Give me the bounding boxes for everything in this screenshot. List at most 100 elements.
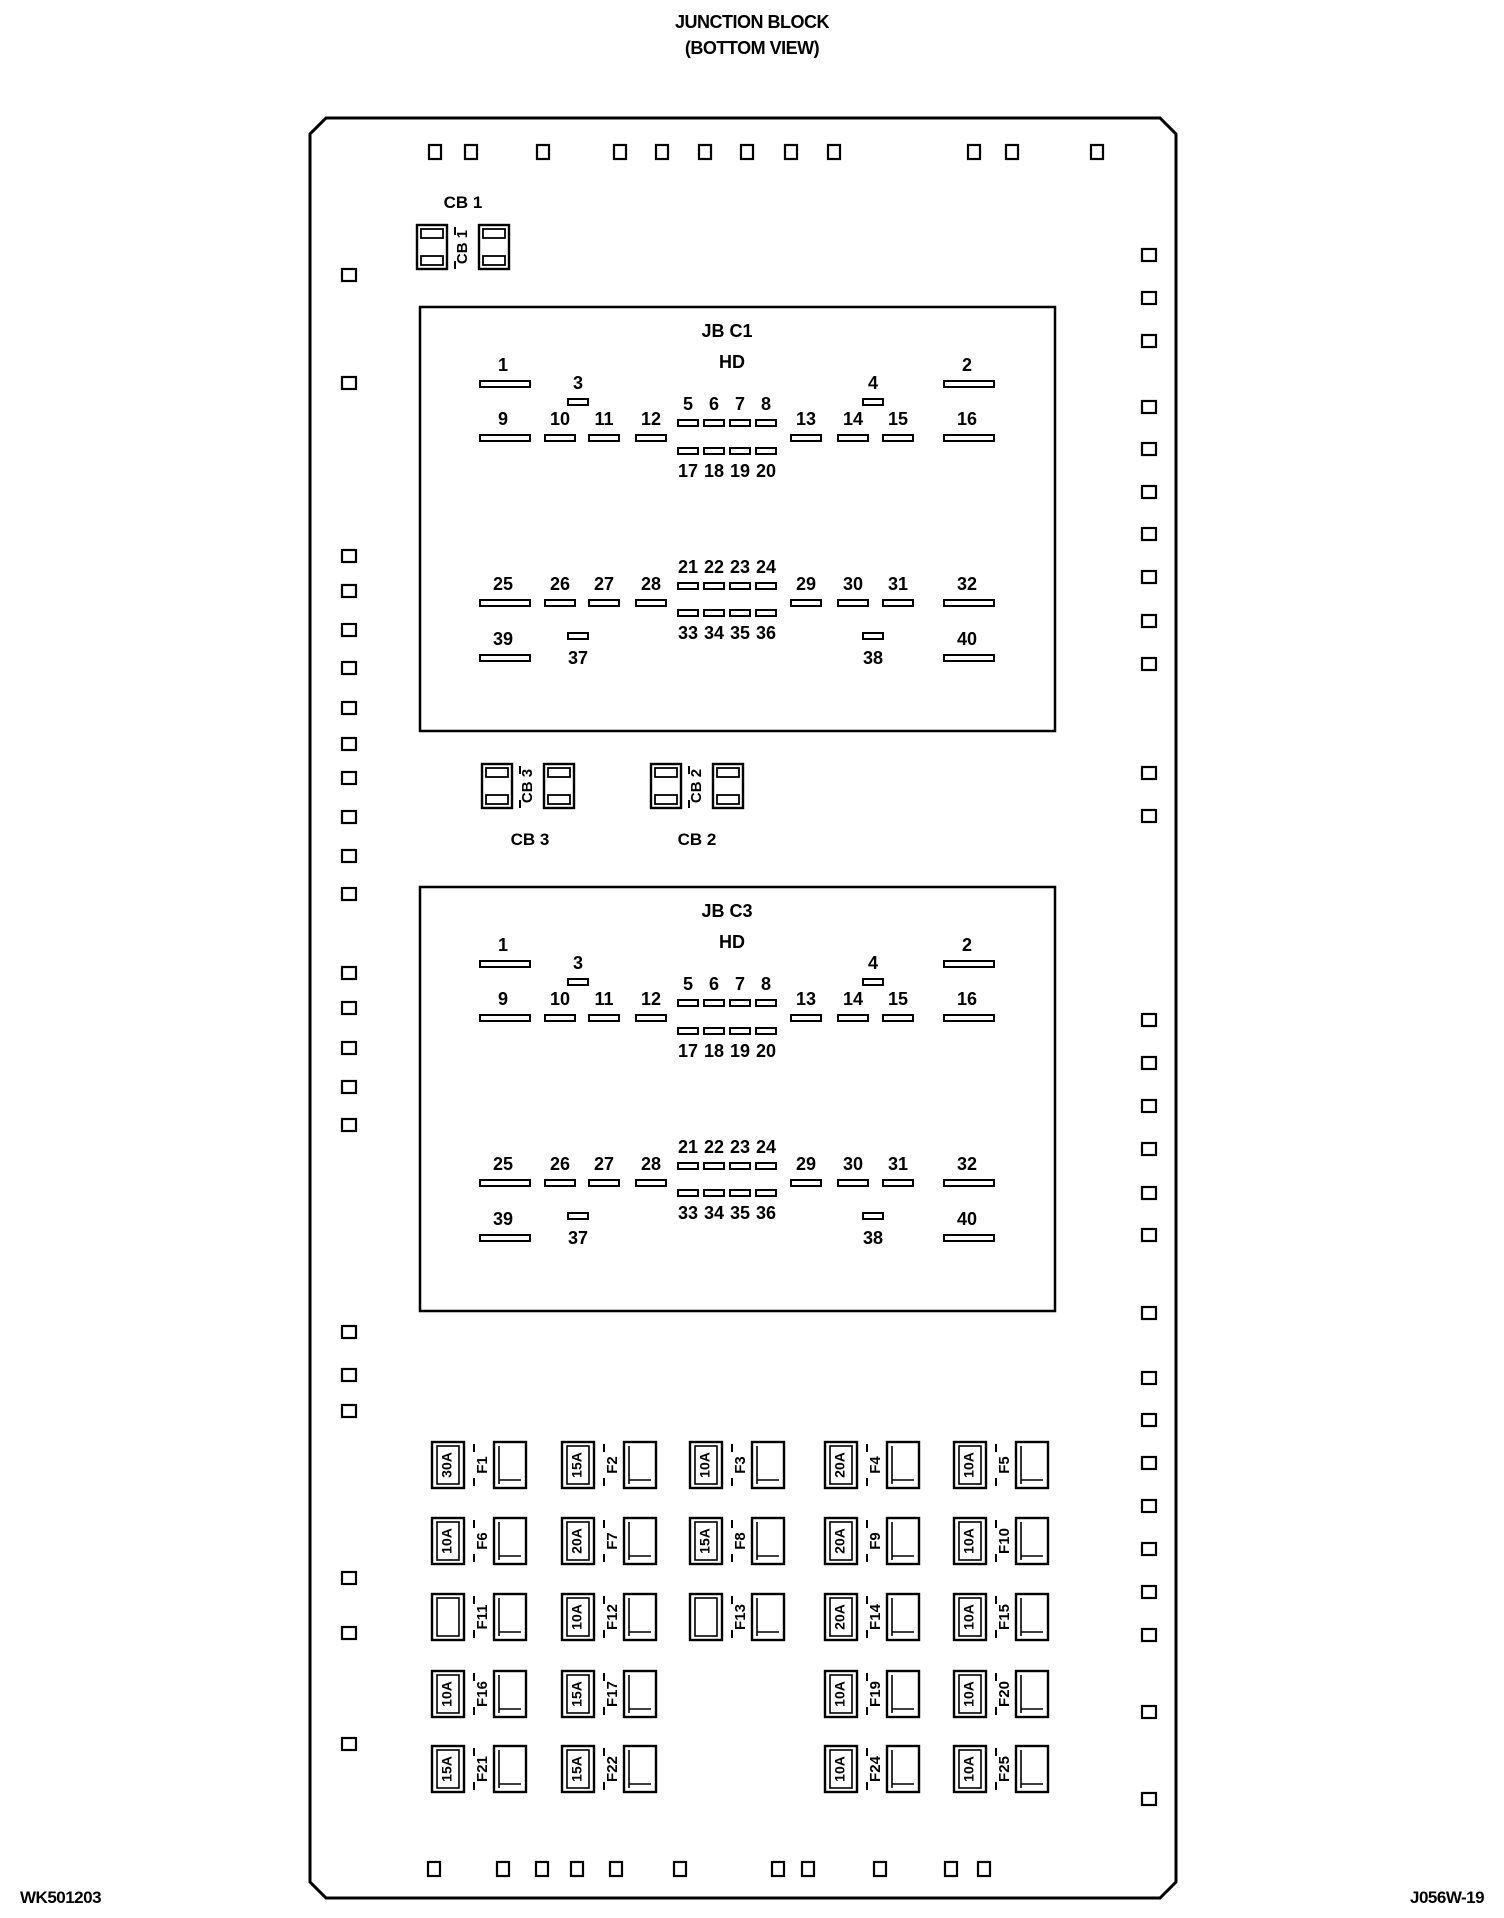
connector-pin-label: 11	[594, 989, 613, 1009]
connector-pin-label: 9	[498, 409, 508, 429]
fuse-rating-window	[958, 1597, 982, 1637]
mount-hole	[569, 1860, 585, 1878]
mount-hole	[1140, 569, 1158, 585]
fuse-rating: 20A	[832, 1452, 848, 1478]
mount-hole	[612, 143, 628, 161]
mount-hole	[1140, 290, 1158, 306]
connector-pin-14	[837, 434, 869, 442]
fuse-body-F15	[952, 1592, 988, 1642]
connector-pin-21	[677, 1162, 699, 1170]
fuse-rating-window	[566, 1445, 590, 1485]
connector-pin-label: 22	[704, 557, 724, 577]
fuse-terminal-F8	[750, 1516, 786, 1566]
connector-pin-3	[567, 978, 589, 986]
fuse-id: F6	[474, 1532, 491, 1550]
connector-pin-label: 12	[641, 989, 661, 1009]
connector-pin-label: 36	[756, 1203, 776, 1223]
connector-pin-label: 13	[796, 989, 816, 1009]
connector-pin-40	[943, 654, 995, 662]
mount-hole	[943, 1860, 959, 1878]
connector-pin-label: 38	[863, 1228, 883, 1248]
connector-pin-27	[588, 1179, 620, 1187]
cb3-label: CB 3	[511, 830, 550, 849]
mount-hole	[340, 583, 358, 599]
fuse-rating: 20A	[832, 1604, 848, 1630]
mount-hole	[340, 1000, 358, 1016]
connector-pin-5	[677, 419, 699, 427]
mount-hole	[1140, 441, 1158, 457]
mount-hole	[1140, 656, 1158, 672]
circuit-breaker-terminal	[716, 794, 740, 805]
connector-pin-label: 17	[678, 1041, 698, 1061]
connector-pin-label: 9	[498, 989, 508, 1009]
fuse-rating: 10A	[961, 1756, 977, 1782]
connector-pin-label: 34	[704, 1203, 724, 1223]
circuit-breaker-housing	[480, 762, 514, 810]
fuse-rating: 10A	[569, 1604, 585, 1630]
connector-pin-label: 28	[641, 574, 661, 594]
connector-pin-6	[703, 999, 725, 1007]
cb2-label: CB 2	[678, 830, 717, 849]
figure-id-left: WK501203	[20, 1888, 102, 1907]
connector-pin-28	[635, 1179, 667, 1187]
circuit-breaker-terminal	[654, 767, 678, 778]
connector-pin-label: 35	[730, 623, 750, 643]
connector-pin-34	[703, 1189, 725, 1197]
fuse-terminal-F22	[622, 1744, 658, 1794]
fuse-body-F9	[823, 1516, 859, 1566]
connector-pin-label: 39	[493, 1209, 513, 1229]
fuse-terminal-F5	[1014, 1440, 1050, 1490]
mount-hole	[340, 1079, 358, 1095]
fuse-body-F11	[430, 1592, 466, 1642]
cb1-label: CB 1	[444, 193, 483, 212]
connector-pin-31	[882, 599, 914, 607]
connector-pin-38	[862, 1212, 884, 1220]
fuse-id: F16	[474, 1681, 491, 1707]
connector-pin-label: 11	[594, 409, 613, 429]
fuse-terminal-F16	[492, 1669, 528, 1719]
fuse-id: F11	[474, 1604, 491, 1629]
mount-hole	[340, 965, 358, 981]
mount-hole	[672, 1860, 688, 1878]
fuse-rating-window	[829, 1597, 853, 1637]
mount-hole	[340, 1367, 358, 1383]
fuse-body-F13	[688, 1592, 724, 1642]
connector-pin-label: 28	[641, 1154, 661, 1174]
mount-hole	[340, 1117, 358, 1133]
connector-pin-label: 32	[957, 1154, 977, 1174]
mount-hole	[340, 848, 358, 864]
fuse-body-F6	[430, 1516, 466, 1566]
fuse-id: F24	[867, 1755, 884, 1782]
mount-hole	[1140, 1412, 1158, 1428]
mount-hole	[340, 622, 358, 638]
connector-pin-label: 1	[498, 935, 508, 955]
mount-hole	[340, 736, 358, 752]
connector-pin-19	[729, 447, 751, 455]
fuse-terminal-F17	[622, 1669, 658, 1719]
connector-pin-40	[943, 1234, 995, 1242]
circuit-breaker-housing	[711, 762, 745, 810]
connector-pin-label: 18	[704, 461, 724, 481]
connector-pin-13	[790, 434, 822, 442]
fuse-id: F9	[867, 1532, 884, 1550]
mount-hole	[340, 267, 358, 283]
fuse-rating-window	[436, 1445, 460, 1485]
connector-pin-35	[729, 609, 751, 617]
fuse-rating: 10A	[697, 1452, 713, 1478]
connector-pin-36	[755, 1189, 777, 1197]
connector-pin-16	[943, 1014, 995, 1022]
connector-pin-label: 8	[761, 974, 771, 994]
connector-pin-20	[755, 1027, 777, 1035]
fuse-rating-window	[694, 1597, 718, 1637]
connector-pin-label: 30	[843, 1154, 863, 1174]
mount-hole	[1140, 1584, 1158, 1600]
connector-pin-15	[882, 1014, 914, 1022]
connector-pin-label: 19	[730, 461, 750, 481]
mount-hole	[800, 1860, 816, 1878]
mount-hole	[1140, 1141, 1158, 1157]
connector-pin-label: 2	[962, 355, 972, 375]
fuse-id: F20	[996, 1681, 1013, 1707]
connector-pin-label: 14	[843, 409, 863, 429]
connector-pin-1	[479, 960, 531, 968]
connector-pin-label: 16	[957, 409, 977, 429]
